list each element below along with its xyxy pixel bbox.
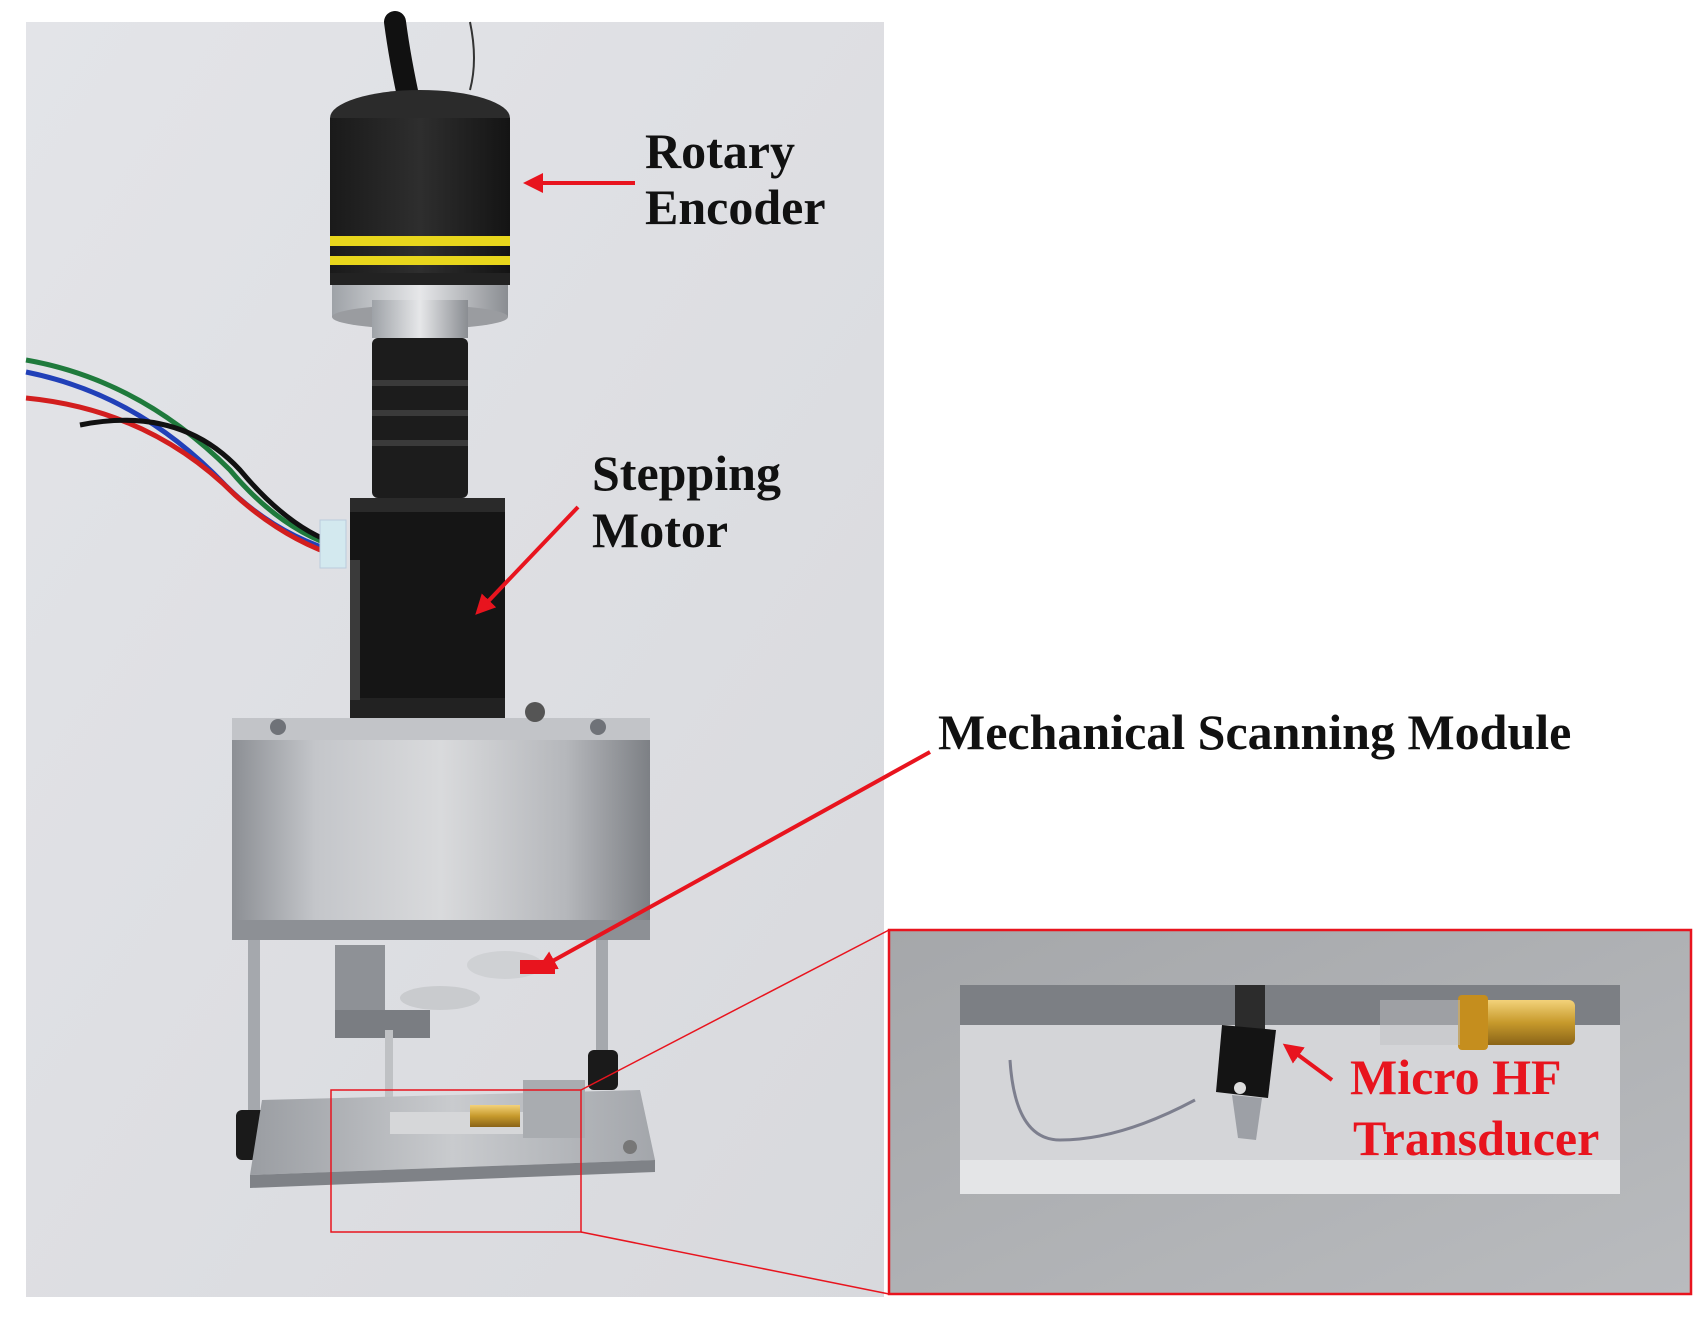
zoom-line-top — [580, 929, 890, 1091]
rotary-encoder — [330, 90, 510, 338]
stepping-motor-label-line2: Motor — [592, 502, 729, 558]
micro-hf-transducer-label-line2: Transducer — [1353, 1110, 1600, 1166]
arrow-icon — [475, 505, 580, 615]
rotary-encoder-label-line1: Rotary — [645, 123, 795, 179]
zoom-line-bottom — [580, 1231, 890, 1295]
mechanical-scanning-module-label: Mechanical Scanning Module — [938, 704, 1572, 760]
base-plate — [250, 1080, 655, 1188]
shaft-coupling — [372, 338, 468, 498]
micro-hf-transducer-label-line1: Micro HF — [1350, 1049, 1562, 1105]
scanning-mechanism — [335, 945, 555, 1140]
arrow-icon — [536, 750, 931, 970]
arrow-icon — [1282, 1043, 1334, 1082]
motor-wires — [25, 357, 347, 569]
inset-zoom-view — [887, 928, 1693, 1296]
zoom-region-box — [330, 1089, 582, 1233]
aluminum-housing — [232, 702, 650, 940]
rotary-encoder-label-line2: Encoder — [645, 179, 826, 235]
stepping-motor-label-line1: Stepping — [592, 445, 781, 501]
